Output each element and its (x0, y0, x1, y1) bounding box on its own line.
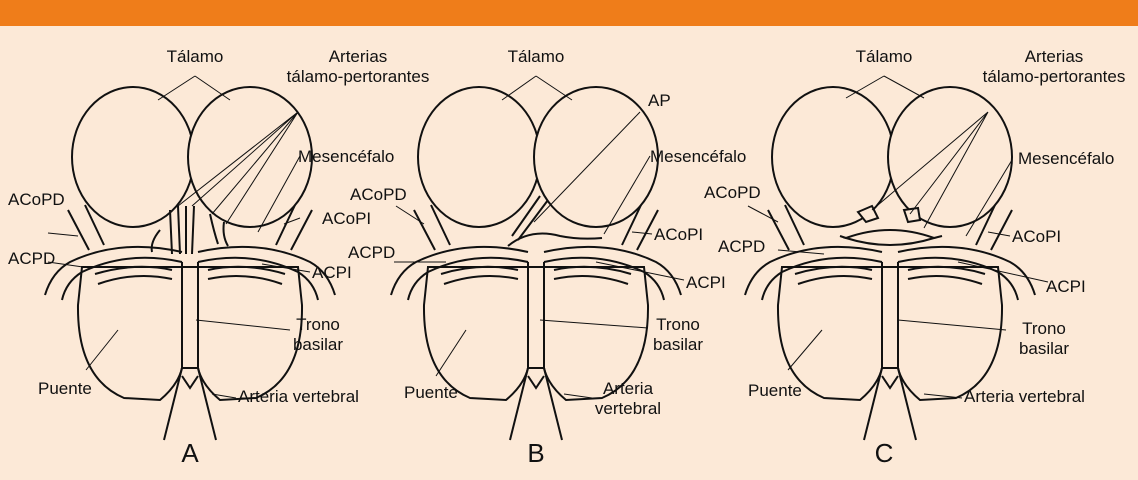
label-talamo-pertorantes: tálamo-pertorantes (983, 67, 1126, 86)
label-acpi: ACPI (312, 263, 352, 282)
label-talamo: Tálamo (508, 47, 565, 66)
label-arterias: Arterias (1025, 47, 1084, 66)
label-acopd: ACoPD (8, 190, 65, 209)
label-acopi: ACoPI (654, 225, 703, 244)
label-puente: Puente (748, 381, 802, 400)
label-acopi: ACoPI (1012, 227, 1061, 246)
label-acpd: ACPD (348, 243, 395, 262)
label-acpi: ACPI (1046, 277, 1086, 296)
panel-c: Tálamo Arterias tálamo-pertorantes Mesen… (704, 47, 1125, 468)
label-arteria: Arteria (603, 379, 654, 398)
label-puente: Puente (38, 379, 92, 398)
label-trono: Trono (656, 315, 700, 334)
label-acpd: ACPD (718, 237, 765, 256)
label-mesencefalo: Mesencéfalo (650, 147, 746, 166)
label-mesencefalo: Mesencéfalo (298, 147, 394, 166)
label-ap: AP (648, 91, 671, 110)
panel-letter: A (181, 438, 199, 468)
label-arterias: Arterias (329, 47, 388, 66)
label-talamo: Tálamo (167, 47, 224, 66)
label-basilar: basilar (1019, 339, 1069, 358)
label-mesencefalo: Mesencéfalo (1018, 149, 1114, 168)
label-basilar: basilar (293, 335, 343, 354)
label-acopd: ACoPD (704, 183, 761, 202)
label-vertebral: vertebral (595, 399, 661, 418)
label-basilar: basilar (653, 335, 703, 354)
label-trono: Trono (1022, 319, 1066, 338)
label-acpi: ACPI (686, 273, 726, 292)
label-arteria-vertebral: Arteria vertebral (964, 387, 1085, 406)
label-acopi: ACoPI (322, 209, 371, 228)
panel-letter: C (875, 438, 894, 468)
label-talamo: Tálamo (856, 47, 913, 66)
panel-b: Tálamo AP Mesencéfalo ACoPD ACoPI ACPD A… (348, 47, 746, 468)
diagram-svg: Tálamo Arterias tálamo-pertorantes Mesen… (0, 26, 1138, 480)
label-puente: Puente (404, 383, 458, 402)
label-acpd: ACPD (8, 249, 55, 268)
figure-stage: Tálamo Arterias tálamo-pertorantes Mesen… (0, 26, 1138, 480)
panel-letter: B (527, 438, 544, 468)
header-accent-bar (0, 0, 1138, 26)
label-acopd: ACoPD (350, 185, 407, 204)
label-talamo-pertorantes: tálamo-pertorantes (287, 67, 430, 86)
label-trono: Trono (296, 315, 340, 334)
label-arteria-vertebral: Arteria vertebral (238, 387, 359, 406)
